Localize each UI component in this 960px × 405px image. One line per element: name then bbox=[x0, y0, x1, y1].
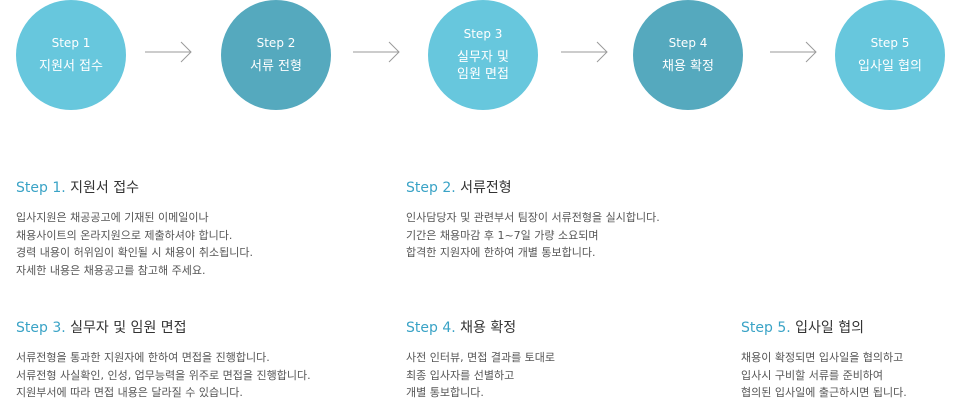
step-5-heading: Step 5. 입사일 협의 bbox=[741, 319, 907, 337]
step-2-detail: Step 2. 서류전형 인사담당자 및 관련부서 팀장이 서류전형을 실시합니… bbox=[406, 179, 660, 262]
step-3-title: 실무자 및 임원 면접 bbox=[457, 50, 509, 82]
step-1-heading-title: 지원서 접수 bbox=[70, 180, 139, 196]
step-3-heading-title: 실무자 및 임원 면접 bbox=[70, 320, 187, 336]
step-4-title: 채용 확정 bbox=[662, 58, 714, 74]
step-4-heading-title: 채용 확정 bbox=[460, 320, 517, 336]
step-4-heading-number: Step 4. bbox=[406, 320, 456, 336]
step-4-label: Step 4 bbox=[668, 35, 708, 50]
step-5-title: 입사일 협의 bbox=[858, 58, 922, 74]
step-2-heading: Step 2. 서류전형 bbox=[406, 179, 660, 197]
step-3-heading: Step 3. 실무자 및 임원 면접 bbox=[16, 319, 311, 337]
step-3-label: Step 3 bbox=[463, 27, 503, 41]
step-5-description: 채용이 확정되면 입사일을 협의하고 입사시 구비할 서류를 준비하여 협의된 … bbox=[741, 351, 907, 399]
step-1-label: Step 1 bbox=[51, 35, 91, 50]
step-1-detail: Step 1. 지원서 접수 입사지원은 채공공고에 기재된 이메일이나 채용사… bbox=[16, 179, 253, 279]
step-5-label: Step 5 bbox=[870, 35, 910, 50]
step-1-heading: Step 1. 지원서 접수 bbox=[16, 179, 253, 197]
step-4-circle: Step 4 채용 확정 bbox=[633, 0, 743, 110]
step-4-detail: Step 4. 채용 확정 사전 인터뷰, 면접 결과를 토대로 최종 입사자를… bbox=[406, 319, 555, 402]
step-1-heading-number: Step 1. bbox=[16, 180, 66, 196]
step-3-heading-number: Step 3. bbox=[16, 320, 66, 336]
step-3-detail: Step 3. 실무자 및 임원 면접 서류전형을 통과한 지원자에 한하여 면… bbox=[16, 319, 311, 402]
step-3-circle: Step 3 실무자 및 임원 면접 bbox=[428, 0, 538, 110]
step-2-title: 서류 전형 bbox=[250, 58, 302, 74]
arrow-right-icon bbox=[145, 41, 192, 63]
step-1-title: 지원서 접수 bbox=[39, 58, 103, 74]
step-4-description: 사전 인터뷰, 면접 결과를 토대로 최종 입사자를 선별하고 개별 통보합니다… bbox=[406, 351, 556, 399]
step-5-circle: Step 5 입사일 협의 bbox=[835, 0, 945, 110]
step-2-description: 인사담당자 및 관련부서 팀장이 서류전형을 실시합니다. 기간은 채용마감 후… bbox=[406, 211, 660, 259]
arrow-right-icon bbox=[561, 41, 608, 63]
step-5-detail: Step 5. 입사일 협의 채용이 확정되면 입사일을 협의하고 입사시 구비… bbox=[741, 319, 907, 402]
arrow-right-icon bbox=[770, 41, 817, 63]
step-1-description: 입사지원은 채공공고에 기재된 이메일이나 채용사이트의 온라지원으로 제출하셔… bbox=[16, 211, 253, 277]
arrow-right-icon bbox=[353, 41, 400, 63]
step-3-description: 서류전형을 통과한 지원자에 한하여 면접을 진행합니다. 서류전형 사실확인,… bbox=[16, 351, 311, 399]
step-2-circle: Step 2 서류 전형 bbox=[221, 0, 331, 110]
step-2-heading-number: Step 2. bbox=[406, 180, 456, 196]
step-5-heading-number: Step 5. bbox=[741, 320, 791, 336]
step-5-heading-title: 입사일 협의 bbox=[795, 320, 864, 336]
step-4-heading: Step 4. 채용 확정 bbox=[406, 319, 555, 337]
step-2-label: Step 2 bbox=[256, 35, 296, 50]
step-1-circle: Step 1 지원서 접수 bbox=[16, 0, 126, 110]
step-2-heading-title: 서류전형 bbox=[460, 180, 512, 196]
